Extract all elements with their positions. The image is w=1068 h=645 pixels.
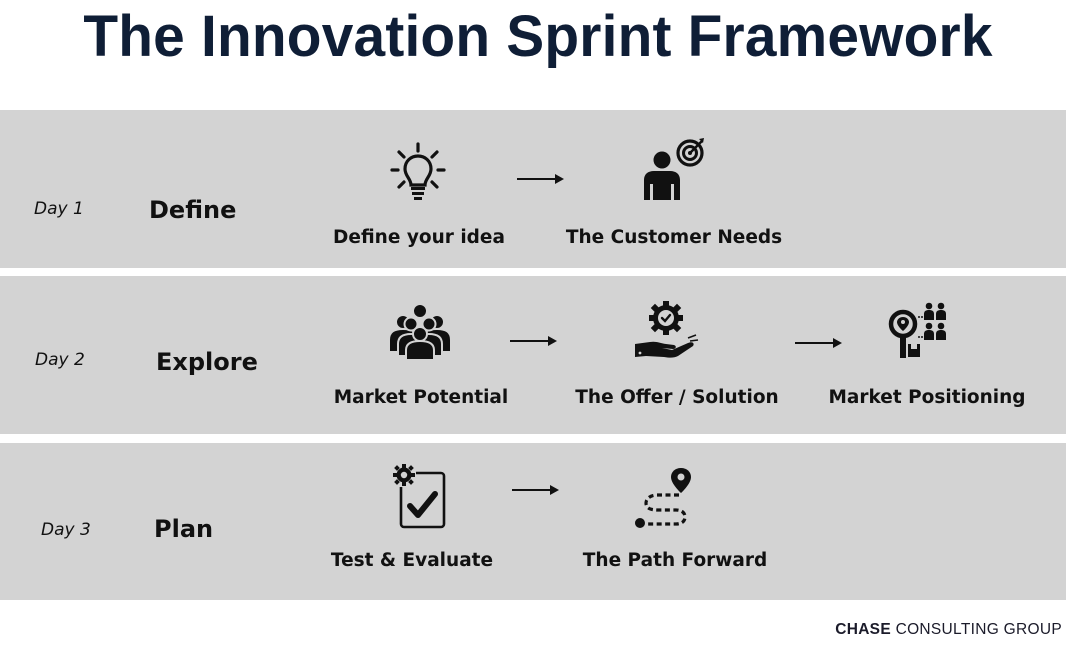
step-offer-solution: The Offer / Solution — [575, 387, 779, 408]
phase-define-label: Define — [149, 196, 237, 224]
lightbulb-icon — [388, 141, 448, 203]
flow-arrow — [795, 338, 842, 348]
step-define-your-idea: Define your idea — [333, 227, 505, 248]
day-3-label: Day 3 — [41, 520, 91, 540]
step-market-positioning: Market Positioning — [828, 387, 1026, 408]
day-1-label: Day 1 — [34, 199, 84, 219]
step-market-potential: Market Potential — [333, 387, 509, 408]
phase-explore-label: Explore — [156, 348, 258, 376]
page-title: The Innovation Sprint Framework — [83, 4, 993, 69]
brand-logo-text: CHASE CONSULTING GROUP — [835, 620, 1062, 640]
magnifier-location-people-icon — [886, 300, 948, 360]
day-2-band — [0, 276, 1066, 434]
flow-arrow — [510, 336, 557, 346]
hand-gear-icon — [632, 300, 700, 362]
brand-regular: CONSULTING GROUP — [890, 621, 1062, 638]
day-3-band — [0, 443, 1066, 600]
step-customer-needs: The Customer Needs — [565, 227, 783, 248]
flow-arrow — [517, 174, 564, 184]
flow-arrow — [512, 485, 559, 495]
person-target-icon — [640, 136, 708, 202]
dotted-path-pin-icon — [632, 466, 694, 528]
group-people-icon — [388, 302, 452, 360]
step-path-forward: The Path Forward — [582, 550, 768, 571]
phase-plan-label: Plan — [154, 515, 214, 543]
day-2-label: Day 2 — [35, 350, 85, 370]
brand-bold: CHASE — [835, 621, 891, 638]
gear-checklist-icon — [390, 462, 450, 530]
day-1-band — [0, 110, 1066, 268]
step-test-evaluate: Test & Evaluate — [330, 550, 494, 571]
